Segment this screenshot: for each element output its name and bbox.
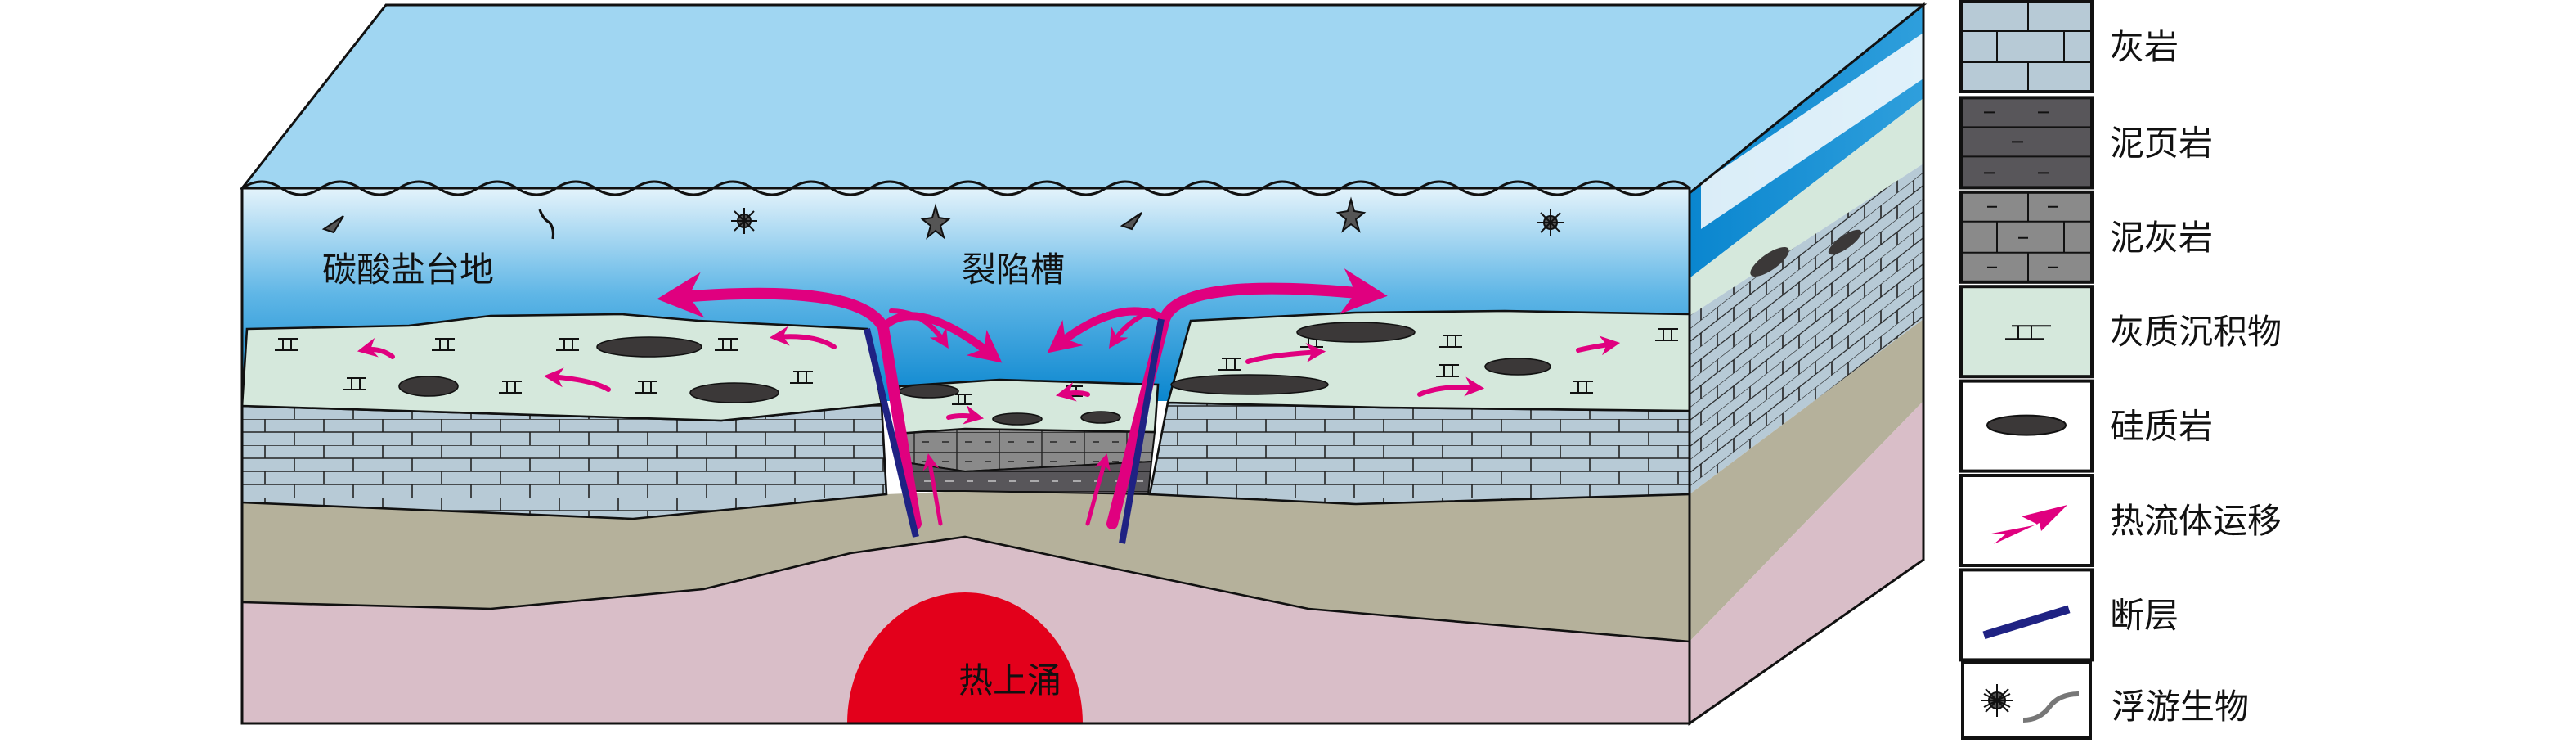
block-right-face	[1688, 2, 1925, 726]
legend-item-limestone: 灰岩	[1959, 0, 2179, 93]
plankton-organisms	[321, 196, 1564, 240]
mud-shale-swatch	[1959, 96, 2094, 190]
legend-item-plankton-row: 浮游生物	[1961, 661, 2249, 740]
rift-trough-label: 裂陷槽	[962, 250, 1065, 290]
legend-label: 泥页岩	[2110, 123, 2213, 163]
sea-surface-top-face	[239, 3, 1928, 195]
plankton-icon	[1120, 212, 1142, 231]
plankton-icon	[321, 215, 344, 234]
legend-label: 灰质沉积物	[2110, 312, 2282, 352]
thermal-upwelling-dome	[847, 592, 1083, 723]
legend-label: 硅质岩	[2110, 407, 2213, 447]
limestone-swatch	[1959, 0, 2094, 93]
basement-layer	[242, 491, 1690, 642]
worm-icon	[538, 209, 555, 240]
platform-label: 碳酸盐台地	[322, 250, 494, 290]
legend-label: 灰岩	[2110, 27, 2179, 67]
legend-item-siliceous-rock: 硅质岩	[1959, 379, 2213, 473]
plankton-icon	[1981, 684, 2080, 723]
thermal-upwelling-label: 热上涌	[958, 660, 1061, 700]
limestone-layer-right	[1148, 401, 1691, 506]
starfish-icon	[1335, 196, 1367, 233]
legend-label: 泥灰岩	[2110, 218, 2213, 258]
radiolarian-icon	[1537, 209, 1564, 236]
sea-surface-wave	[241, 180, 1690, 196]
legend-item-calcareous-sediment: 灰质沉积物	[1959, 285, 2282, 379]
limestone-layer-left	[240, 403, 888, 520]
hydrothermal-arrow-icon	[1987, 505, 2067, 544]
legend-label: 断层	[2110, 595, 2179, 635]
starfish-icon	[920, 203, 951, 240]
hydrothermal-fluid-flows	[357, 268, 1621, 529]
legend: 灰岩 泥页岩 泥灰岩 灰质沉积物 硅质岩 热流体运移	[1959, 0, 2282, 662]
siliceous-rock-icon	[1986, 414, 2067, 436]
legend-item-mud-shale: 泥页岩	[1959, 96, 2213, 190]
block-front-outline	[240, 187, 1691, 725]
calcareous-sediment-swatch	[1959, 285, 2094, 379]
legend-label: 热流体运移	[2110, 501, 2282, 541]
fault-right	[1119, 318, 1165, 544]
fault-left	[864, 328, 919, 538]
siliceous-lenses	[398, 322, 1551, 426]
legend-label: 浮游生物	[2112, 687, 2250, 727]
legend-item-fault: 断层	[1959, 568, 2179, 662]
fault-line-icon	[1982, 605, 2071, 640]
calcareous-sediment-left	[240, 313, 883, 422]
legend-item-marl: 泥灰岩	[1959, 190, 2213, 284]
radiolarian-icon	[731, 208, 757, 234]
legend-item-hydrothermal-flow: 热流体运移	[1959, 474, 2282, 567]
